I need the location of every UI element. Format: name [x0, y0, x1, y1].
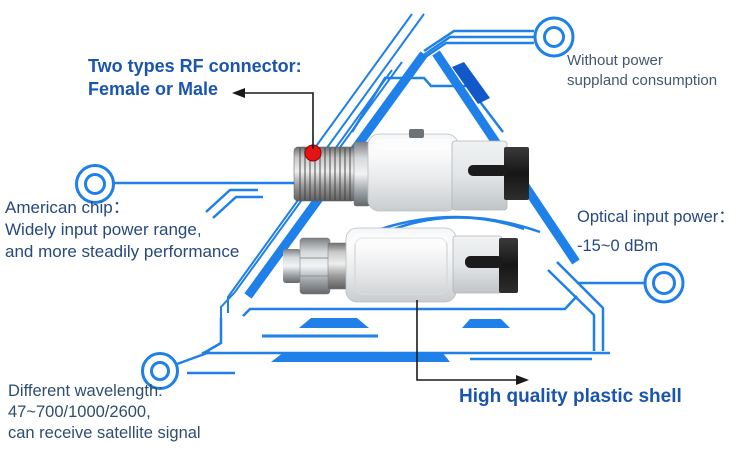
- wavelength-line2: 47~700/1000/2600,: [8, 403, 151, 421]
- plastic-shell-line1: High quality plastic shell: [459, 386, 682, 407]
- body-panel-line: [354, 237, 448, 295]
- hex-facets: [300, 257, 330, 277]
- arrow-to-rf-connector: [244, 92, 314, 149]
- american-chip-label: American chip： Widely input power range,…: [5, 197, 239, 263]
- wavelength-line3: can receive satellite signal: [8, 424, 201, 442]
- wavelength-line1: Different wavelength:: [8, 382, 163, 400]
- body-notch: [409, 129, 424, 138]
- hex-nut: [299, 237, 331, 295]
- body-highlight: [374, 139, 452, 150]
- rf-connector-line2: Female or Male: [88, 79, 219, 99]
- thread-ridges: [299, 148, 351, 200]
- f-connector-male-tip: [283, 249, 301, 283]
- sc-latch-slot: [465, 256, 503, 268]
- rf-connector-label: Two types RF connector: Female or Male: [88, 55, 302, 101]
- circuit-node-icons: [75, 16, 685, 390]
- annotation-arrows: [232, 88, 529, 385]
- optical-input-line1: Optical input power：: [577, 208, 735, 226]
- wavelength-label: Different wavelength: 47~700/1000/2600, …: [8, 381, 201, 444]
- sc-connector-tip: [504, 147, 529, 200]
- power-supply-label: Without power suppland consumption: [567, 51, 717, 91]
- american-chip-line3: and more steadily performance: [5, 242, 240, 261]
- body-highlight: [352, 233, 448, 245]
- device-rf-female-sc-converter: [293, 129, 529, 212]
- sc-latch-slot: [468, 165, 508, 176]
- triangle-frame: [244, 50, 580, 362]
- plastic-shell-label: High quality plastic shell: [459, 385, 682, 409]
- arrow-left-icon: [232, 88, 245, 98]
- rf-connector-line1: Two types RF connector:: [88, 56, 302, 76]
- american-chip-line1: American chip：: [5, 198, 130, 217]
- optical-input-label: Optical input power： -15~0 dBm: [577, 203, 735, 261]
- american-chip-line2: Widely input power range,: [5, 220, 202, 239]
- optical-input-line2: -15~0 dBm: [577, 237, 659, 255]
- arrow-right-icon: [516, 375, 529, 385]
- circuit-node-icon-bottom-left: [141, 352, 179, 390]
- power-supply-line2: suppland consumption: [567, 72, 718, 89]
- device-rf-male-sc-converter: [283, 227, 518, 303]
- circuit-node-icon-top-right: [533, 16, 575, 58]
- circuit-node-icon-left: [75, 164, 115, 204]
- sc-connector-tip: [499, 238, 518, 293]
- power-supply-line1: Without power: [567, 52, 663, 69]
- circuit-node-icon-right: [643, 262, 685, 304]
- arrow-to-shell-label: [416, 300, 517, 381]
